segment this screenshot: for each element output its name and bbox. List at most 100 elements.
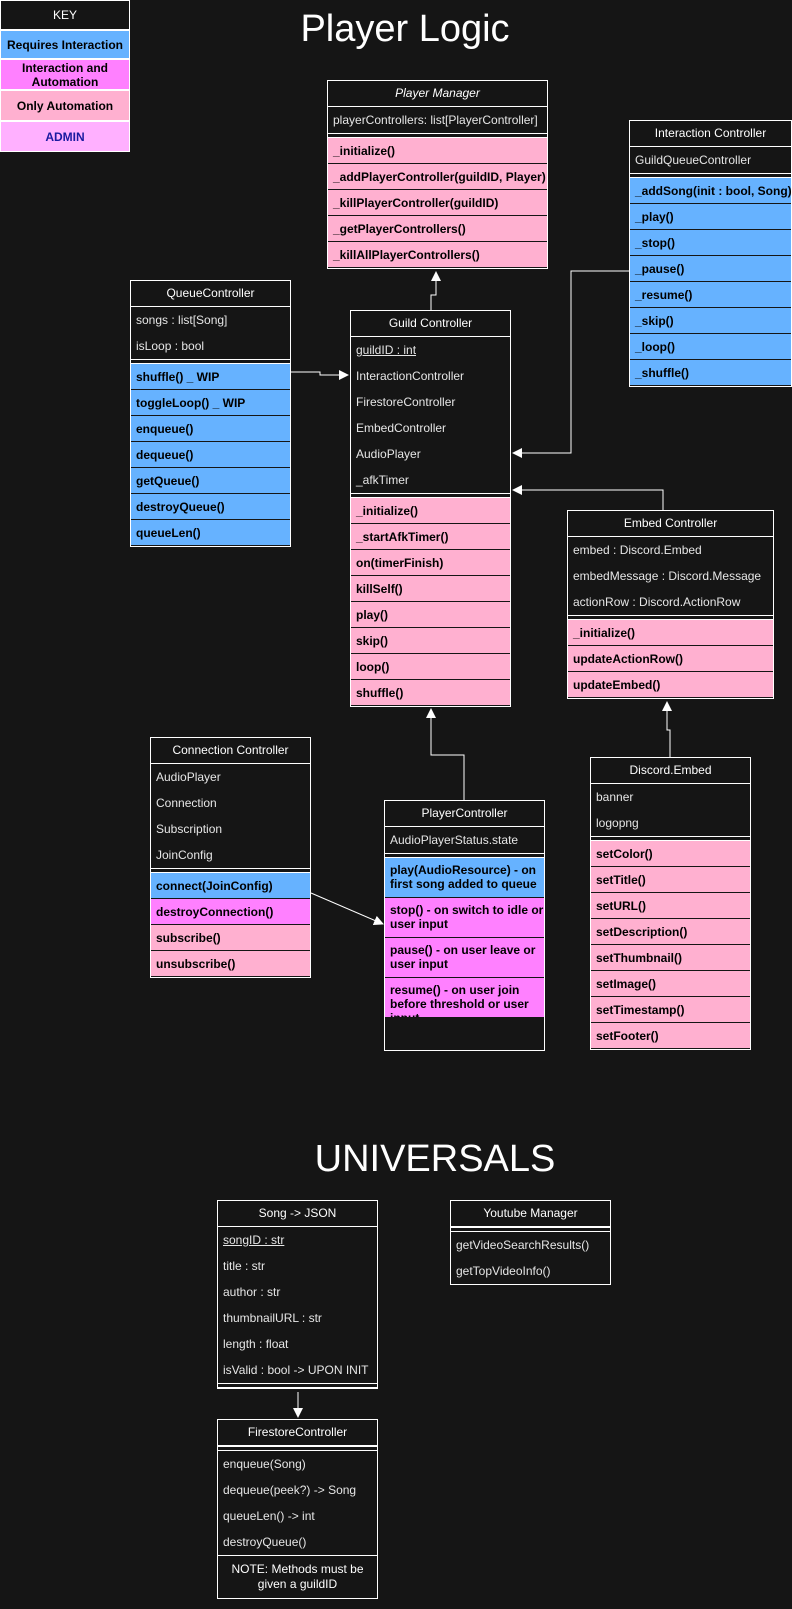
- attribute: embedMessage : Discord.Message: [573, 569, 762, 583]
- method: queueLen(): [131, 520, 290, 546]
- separator: [218, 1383, 377, 1388]
- method: setImage(): [591, 971, 750, 997]
- method: _resume(): [630, 282, 791, 308]
- method: getTopVideoInfo(): [456, 1264, 551, 1278]
- attribute: FirestoreController: [356, 395, 456, 409]
- connection-controller-title: Connection Controller: [151, 738, 310, 764]
- attribute: GuildQueueController: [635, 153, 752, 167]
- interaction-controller-class: Interaction Controller GuildQueueControl…: [629, 120, 792, 387]
- player-manager-title: Player Manager: [328, 81, 547, 107]
- attribute: thumbnailURL : str: [223, 1311, 322, 1325]
- attribute: length : float: [223, 1337, 289, 1351]
- method: destroyQueue(): [131, 494, 290, 520]
- method: setDescription(): [591, 919, 750, 945]
- guild-controller-title: Guild Controller: [351, 311, 510, 337]
- attribute: songID : str: [223, 1233, 285, 1247]
- method: enqueue(Song): [223, 1457, 306, 1471]
- method: setFooter(): [591, 1023, 750, 1049]
- method: shuffle(): [351, 680, 510, 706]
- attribute: actionRow : Discord.ActionRow: [573, 595, 741, 609]
- attribute: isValid : bool -> UPON INIT: [223, 1363, 369, 1377]
- arrow-discord-embed-to-embed: [662, 701, 672, 757]
- method: unsubscribe(): [151, 951, 310, 977]
- guild-controller-class: Guild Controller guildID : int Interacti…: [350, 310, 511, 707]
- embed-controller-title: Embed Controller: [568, 511, 773, 537]
- method: getVideoSearchResults(): [456, 1238, 590, 1252]
- method: updateEmbed(): [568, 672, 773, 698]
- method: play(): [351, 602, 510, 628]
- key-requires-interaction: Requires Interaction: [0, 30, 130, 59]
- attribute: AudioPlayerStatus.state: [390, 833, 519, 847]
- method: setURL(): [591, 893, 750, 919]
- method: resume() - on user join before threshold…: [385, 978, 544, 1018]
- method: setTitle(): [591, 867, 750, 893]
- arrow-player-to-guild: [426, 708, 465, 800]
- separator: [328, 133, 547, 138]
- method: _killPlayerController(guildID): [328, 190, 547, 216]
- method: destroyConnection(): [151, 899, 310, 925]
- method: shuffle() _ WIP: [131, 364, 290, 390]
- attribute: isLoop : bool: [136, 339, 205, 353]
- firestore-note: NOTE: Methods must be given a guildID: [218, 1555, 377, 1598]
- method: subscribe(): [151, 925, 310, 951]
- method: stop() - on switch to idle or user input: [385, 898, 544, 938]
- method: setTimestamp(): [591, 997, 750, 1023]
- player-controller-class: PlayerController AudioPlayerStatus.state…: [384, 800, 545, 1051]
- separator: [591, 836, 750, 841]
- attribute: logopng: [596, 816, 639, 830]
- queue-controller-title: QueueController: [131, 281, 290, 307]
- key-admin: ADMIN: [0, 121, 130, 152]
- attribute: songs : list[Song]: [136, 313, 228, 327]
- attribute: Subscription: [156, 822, 223, 836]
- method: enqueue(): [131, 416, 290, 442]
- method: _initialize(): [568, 620, 773, 646]
- method: on(timerFinish): [351, 550, 510, 576]
- attribute: EmbedController: [356, 421, 447, 435]
- youtube-manager-class: Youtube Manager getVideoSearchResults() …: [450, 1200, 611, 1285]
- attribute: title : str: [223, 1259, 266, 1273]
- attribute: playerControllers: list[PlayerController…: [333, 113, 538, 127]
- attribute: AudioPlayer: [156, 770, 221, 784]
- method: _play(): [630, 204, 791, 230]
- method: setColor(): [591, 841, 750, 867]
- interaction-controller-title: Interaction Controller: [630, 121, 791, 147]
- embed-controller-class: Embed Controller embed : Discord.Embed e…: [567, 510, 774, 699]
- attribute: author : str: [223, 1285, 281, 1299]
- discord-embed-title: Discord.Embed: [591, 758, 750, 784]
- firestore-controller-class: FirestoreController enqueue(Song) dequeu…: [217, 1419, 378, 1599]
- firestore-controller-title: FirestoreController: [218, 1420, 377, 1446]
- method: setThumbnail(): [591, 945, 750, 971]
- separator: [351, 493, 510, 498]
- method: play(AudioResource) - on first song adde…: [385, 858, 544, 898]
- attribute: Connection: [156, 796, 217, 810]
- attribute: JoinConfig: [156, 848, 213, 862]
- separator: [451, 1227, 610, 1232]
- connection-controller-class: Connection Controller AudioPlayer Connec…: [150, 737, 311, 978]
- method: _pause(): [630, 256, 791, 282]
- method: dequeue(peek?) -> Song: [223, 1483, 357, 1497]
- method: _initialize(): [328, 138, 547, 164]
- method: _addSong(init : bool, Song): [630, 178, 791, 204]
- method: _getPlayerControllers(): [328, 216, 547, 242]
- youtube-manager-title: Youtube Manager: [451, 1201, 610, 1227]
- attribute: embed : Discord.Embed: [573, 543, 702, 557]
- arrow-interaction-to-guild: [512, 270, 629, 458]
- method: dequeue(): [131, 442, 290, 468]
- method: updateActionRow(): [568, 646, 773, 672]
- separator: [385, 853, 544, 858]
- separator: [630, 173, 791, 178]
- player-manager-class: Player Manager playerControllers: list[P…: [327, 80, 548, 269]
- method: connect(JoinConfig): [151, 873, 310, 899]
- title-universals: UNIVERSALS: [314, 1138, 556, 1180]
- method: destroyQueue(): [223, 1535, 307, 1549]
- attribute: banner: [596, 790, 634, 804]
- discord-embed-class: Discord.Embed banner logopng setColor() …: [590, 757, 751, 1050]
- attribute: InteractionController: [356, 369, 465, 383]
- key-only-automation: Only Automation: [0, 90, 130, 121]
- song-class: Song -> JSON songID : str title : str au…: [217, 1200, 378, 1389]
- method: _killAllPlayerControllers(): [328, 242, 547, 268]
- method: getQueue(): [131, 468, 290, 494]
- arrow-connection-to-player: [310, 892, 384, 926]
- method: pause() - on user leave or user input: [385, 938, 544, 978]
